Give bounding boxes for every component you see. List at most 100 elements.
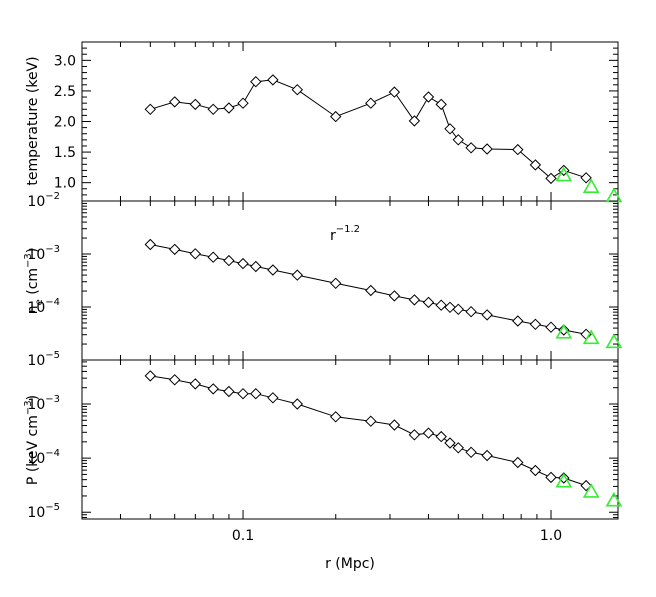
temperature-y-tick-label: 1.5 [54,145,76,161]
pressure-data-point-triangle [582,483,600,498]
pressure-data-point-diamond [329,411,342,423]
temperature-data-point-diamond [481,143,493,155]
pressure-data-point-diamond [223,385,235,398]
pressure-data-point-diamond [408,429,421,441]
density-data-point-triangle [582,329,600,345]
density-data-point-diamond [365,284,377,297]
temperature-data-point-diamond [408,115,421,127]
density-y-tick-label: 10−2 [27,191,60,210]
density-data-point-diamond [481,309,493,321]
pressure-series-line [150,375,587,487]
power-law-exponent: −1.2 [336,224,360,235]
temperature-data-point-diamond [267,74,279,86]
density-data-point-diamond [422,296,435,309]
density-y-tick-label: 10−5 [27,350,60,369]
pressure-data-point-diamond [144,370,157,382]
pressure-y-label-close: ) [25,395,41,400]
temperature-data-point-diamond [207,103,219,116]
density-data-point-diamond [291,269,304,281]
density-data-point-diamond [388,290,401,302]
density-data-point-diamond [408,294,421,306]
density-data-point-diamond [168,243,181,256]
pressure-y-tick-label: 10−3 [27,394,60,413]
pressure-y-axis-title: P (keV cm−3) [23,395,41,485]
temperature-data-point-diamond [545,172,557,185]
density-data-point-triangle [555,323,573,339]
temperature-data-point-diamond [580,172,592,184]
temperature-data-point-diamond [237,97,249,109]
temperature-y-tick-label: 1.0 [54,176,76,192]
temperature-data-point-diamond [168,96,181,108]
pressure-data-point-diamond [529,464,542,477]
temperature-data-point-diamond [250,75,262,88]
pressure-data-point-diamond [365,415,377,427]
pressure-data-point-diamond [291,398,304,410]
temperature-data-point-diamond [329,110,342,123]
temperature-data-point-diamond [512,143,524,156]
pressure-data-point-diamond [422,427,435,439]
temperature-data-point-diamond [422,91,435,103]
temperature-data-point-diamond [452,134,465,146]
power-law-base: r [330,228,336,244]
pressure-data-point-diamond [512,456,524,469]
temperature-panel-frame [81,41,619,202]
density-y-label-exponent: −3 [23,253,34,268]
temperature-y-axis-title: temperature (keV) [25,56,41,185]
density-data-point-diamond [465,305,477,318]
pressure-data-point-diamond [250,387,262,400]
temperature-y-tick-label: 3.0 [54,53,76,69]
pressure-data-point-diamond [207,383,219,395]
density-data-point-diamond [250,260,262,273]
pressure-y-tick-label: 10−4 [27,448,60,467]
density-data-point-diamond [558,324,570,336]
density-y-label-close: ) [25,248,41,253]
pressure-y-label-unit: (keV cm [25,415,41,472]
temperature-data-point-diamond [189,98,202,111]
pressure-data-point-diamond [444,437,456,449]
temperature-data-point-diamond [144,103,157,116]
density-y-tick-label: 10−4 [27,297,60,316]
temperature-y-tick-label: 2.0 [54,115,76,131]
density-data-point-diamond [435,299,447,311]
density-y-label-subscript: e [34,299,45,305]
density-data-point-diamond [267,264,279,276]
temperature-data-point-diamond [529,159,542,171]
pressure-data-point-diamond [168,374,181,386]
pressure-data-point-diamond [452,442,465,454]
pressure-data-point-triangle [555,472,573,488]
density-data-point-diamond [512,315,524,327]
pressure-y-tick-label: 10−5 [27,502,60,521]
pressure-y-label-base: P [25,477,41,485]
pressure-data-point-diamond [481,449,493,462]
temperature-data-point-diamond [291,83,304,96]
x-tick-label: 1.0 [540,528,562,544]
temperature-data-point-diamond [435,98,447,111]
pressure-data-point-triangle [605,491,623,507]
pressure-data-point-diamond [558,472,570,484]
chart-marks: 1.0 1.5 2.0 2.5 3.0 10−5 10−4 10−3 10−2 10−5 10−4 1… [27,42,623,544]
pressure-data-point-diamond [465,446,477,459]
pressure-y-label-exponent: −3 [23,400,34,415]
density-data-point-diamond [452,303,465,316]
density-data-point-diamond [545,321,557,333]
pressure-data-point-diamond [388,419,401,431]
pressure-panel-frame [81,359,619,520]
density-y-axis-title: ne (cm−3) [23,248,45,315]
temperature-series-line [150,79,587,180]
density-data-point-diamond [444,301,456,314]
temperature-data-point-diamond [388,86,401,98]
pressure-data-point-diamond [545,471,557,484]
temperature-data-point-diamond [223,102,235,114]
density-data-point-diamond [223,254,235,267]
temperature-data-point-diamond [444,123,456,135]
density-y-tick-label: 10−3 [27,244,60,263]
pressure-data-point-diamond [267,392,279,404]
density-data-point-diamond [189,248,202,260]
density-data-point-diamond [207,251,219,263]
density-data-point-diamond [329,277,342,290]
temperature-y-tick-label: 2.5 [54,84,76,100]
temperature-data-point-diamond [365,97,377,109]
density-data-point-diamond [529,318,542,331]
density-data-point-diamond [237,257,249,270]
temperature-data-point-triangle [555,166,573,182]
